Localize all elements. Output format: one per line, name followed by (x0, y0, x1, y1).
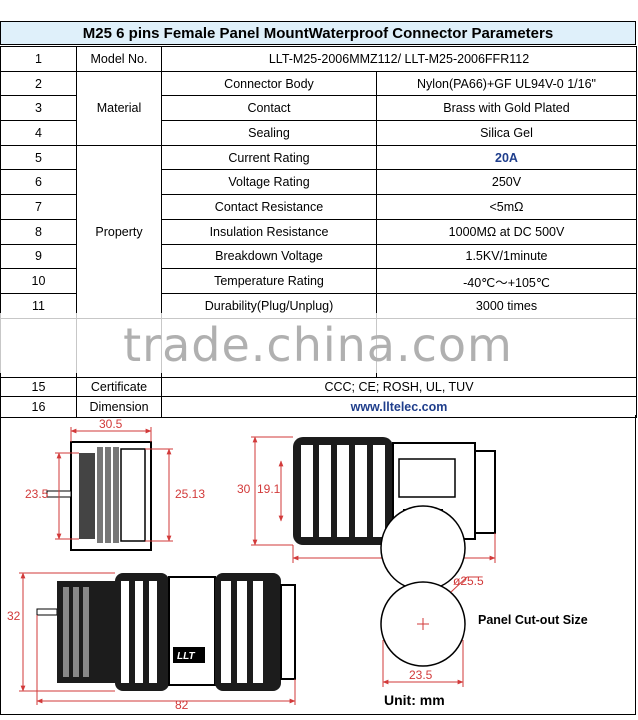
mated-brand-mark: LLT (177, 651, 195, 662)
sheet-title: M25 6 pins Female Panel MountWaterproof … (0, 21, 636, 45)
table-row: 10 Temperature Rating -40℃～+105℃ (0, 268, 637, 294)
cutout-flat-label: 23.5 (409, 668, 433, 682)
table-row: 6 Voltage Rating 250V (0, 169, 637, 196)
parameter-name: Contact Resistance (161, 194, 377, 220)
front-view: 30.5 23.5 25.13 (25, 417, 205, 551)
parameter-value: Silica Gel (376, 120, 637, 146)
row-number: 6 (0, 169, 77, 196)
panel-cutout: ø25.5 23.5 (380, 505, 484, 687)
table-row: 5 Property Current Rating 20A (0, 144, 637, 319)
parameter-name: Breakdown Voltage (161, 243, 377, 270)
side-height-label: 30 (237, 482, 251, 496)
parameter-name: Insulation Resistance (161, 218, 377, 245)
parameter-value: 20A (376, 144, 637, 171)
parameter-value: 1.5KV/1minute (376, 243, 637, 270)
row-number: 10 (0, 268, 77, 294)
unit-caption: Unit: mm (384, 692, 445, 708)
row-number: 2 (0, 70, 77, 97)
row-number: 15 (0, 376, 77, 397)
table-row: 2 Material Connector Body Nylon(PA66)+GF… (0, 70, 637, 146)
row-category: Dimension (76, 395, 162, 418)
row-number: 3 (0, 95, 77, 122)
cutout-caption: Panel Cut-out Size (478, 613, 588, 627)
table-row: 1 Model No. LLT-M25-2006MMZ112/ LLT-M25-… (0, 46, 637, 72)
table-row: 15 Certificate CCC; CE; ROSH, UL, TUV (0, 376, 637, 397)
row-category: Property (76, 144, 162, 319)
parameter-value: Brass with Gold Plated (376, 95, 637, 122)
watermark-band (0, 313, 636, 373)
parameter-value: -40℃～+105℃ (376, 268, 637, 294)
front-outer-height-label: 23.5 (25, 487, 49, 501)
table-row: 9 Breakdown Voltage 1.5KV/1minute (0, 243, 637, 270)
mated-view: LLT 32 82 (7, 572, 296, 712)
front-width-label: 30.5 (99, 417, 123, 431)
parameter-value: <5mΩ (376, 194, 637, 220)
certificate-list: CCC; CE; ROSH, UL, TUV (161, 376, 637, 397)
dimension-drawing: 30.5 23.5 25.13 LLT (0, 415, 636, 715)
parameter-value: Nylon(PA66)+GF UL94V-0 1/16" (376, 70, 637, 97)
parameter-name: Connector Body (161, 70, 377, 97)
side-inner-label: 19.1 (257, 482, 281, 496)
parameter-name: Sealing (161, 120, 377, 146)
row-category: Material (76, 70, 162, 146)
row-number: 5 (0, 144, 77, 171)
row-number: 16 (0, 395, 77, 418)
parameter-value: 1000MΩ at DC 500V (376, 218, 637, 245)
parameter-name: Current Rating (161, 144, 377, 171)
parameter-value: 250V (376, 169, 637, 196)
connector-drawings: 30.5 23.5 25.13 LLT (7, 417, 496, 712)
table-row: 8 Insulation Resistance 1000MΩ at DC 500… (0, 218, 637, 245)
row-number: 1 (0, 46, 77, 72)
mated-height-label: 32 (7, 609, 21, 623)
watermark: trade.china.com (123, 318, 513, 372)
row-category: Model No. (76, 46, 162, 72)
row-number: 9 (0, 243, 77, 270)
row-number: 4 (0, 120, 77, 146)
cutout-diameter-label: ø25.5 (453, 574, 484, 588)
parameter-name: Temperature Rating (161, 268, 377, 294)
website-link[interactable]: www.lltelec.com (161, 395, 637, 418)
row-number: 8 (0, 218, 77, 245)
table-row: 4 Sealing Silica Gel (0, 120, 637, 146)
model-number: LLT-M25-2006MMZ112/ LLT-M25-2006FFR112 (161, 46, 637, 72)
parameter-name: Contact (161, 95, 377, 122)
table-row: 16 Dimension www.lltelec.com (0, 395, 637, 418)
mated-length-label: 82 (175, 698, 189, 712)
row-category: Certificate (76, 376, 162, 397)
front-inner-height-label: 25.13 (175, 487, 205, 501)
row-number: 7 (0, 194, 77, 220)
parameter-name: Voltage Rating (161, 169, 377, 196)
